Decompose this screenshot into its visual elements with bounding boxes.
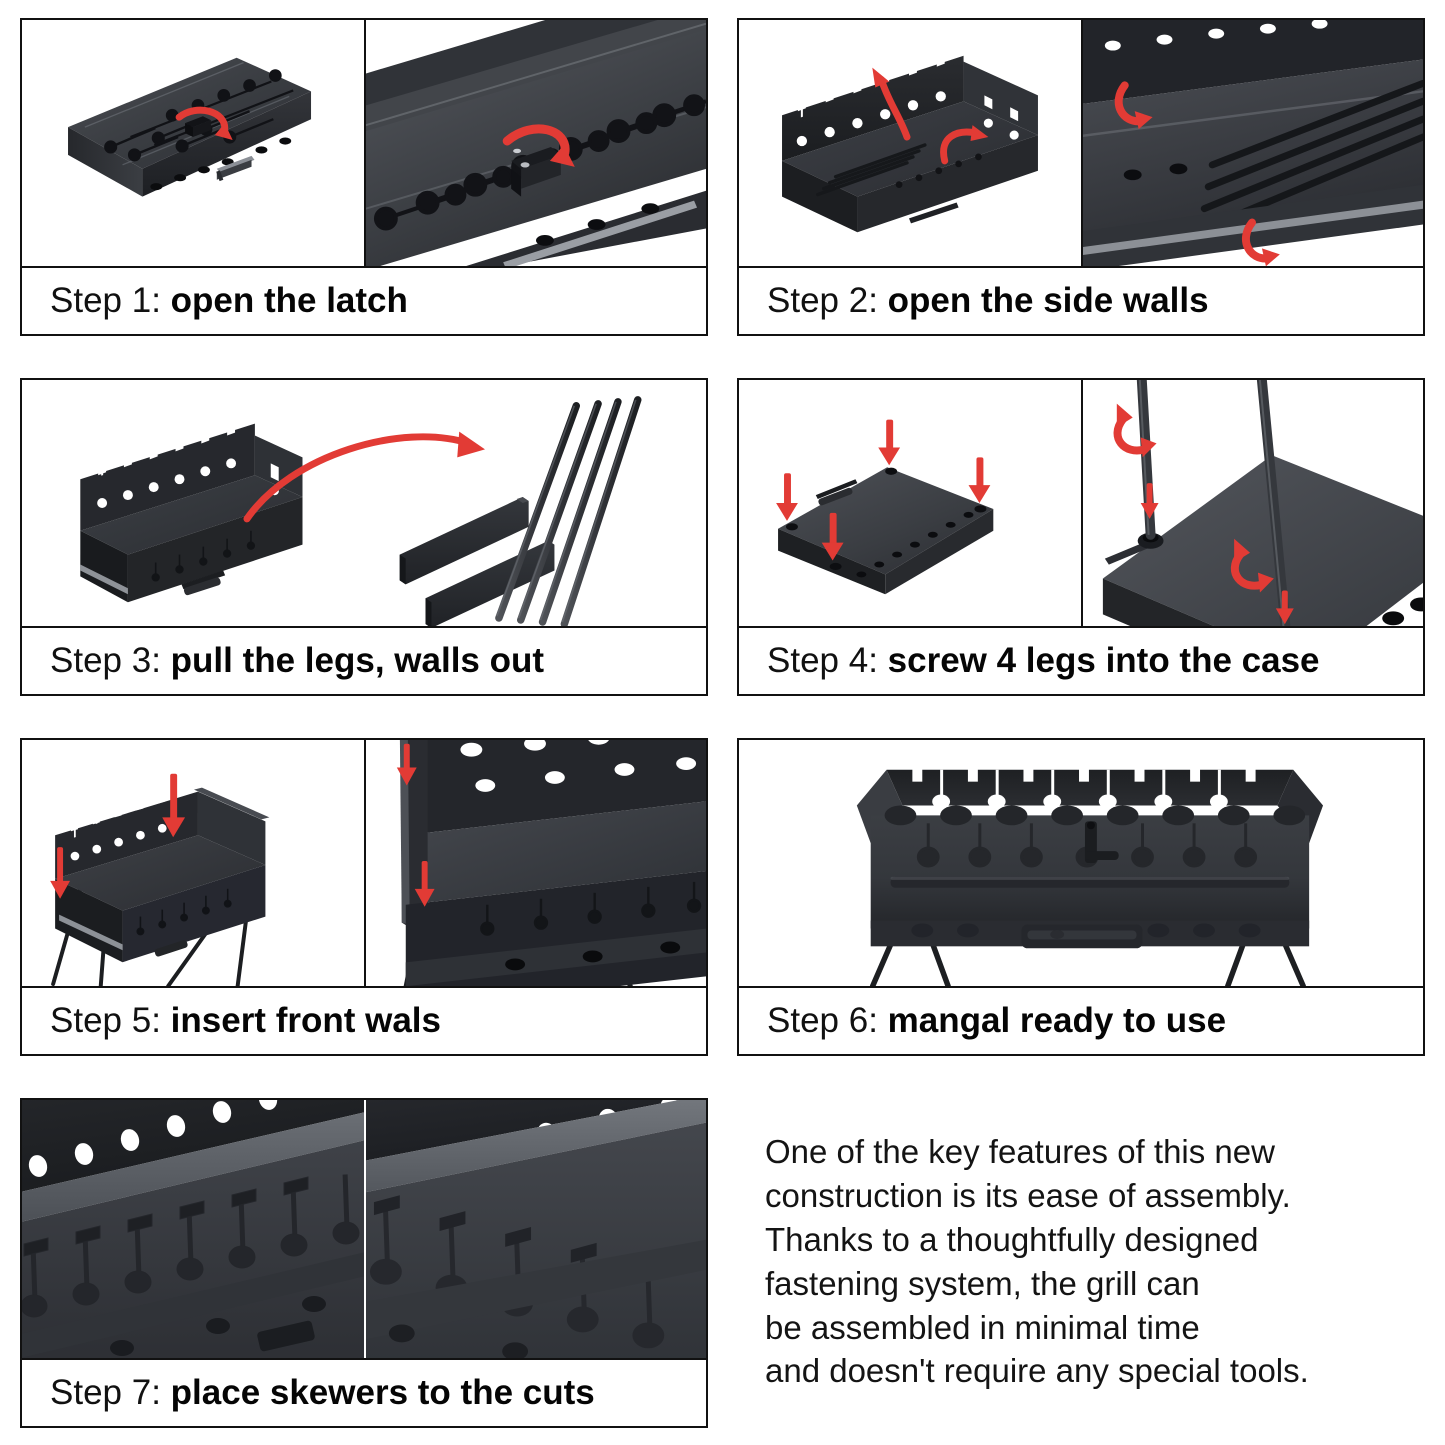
red-down-arrow-leg-1 (1140, 483, 1159, 519)
step-4-images (739, 380, 1423, 626)
legs-bundle (495, 396, 642, 626)
step-4-pane-leg-screwing (1081, 380, 1423, 626)
open-case-body (80, 380, 303, 603)
red-curl-arrow-top (1114, 81, 1153, 130)
step-2-pane-open-case (739, 20, 1081, 266)
red-rotate-arrow-closeup (502, 124, 575, 167)
red-rotate-arrow-leg-1 (1113, 403, 1157, 458)
step-1-images (22, 20, 706, 266)
step-4-title: screw 4 legs into the case (887, 641, 1320, 680)
latch-glyph (185, 116, 211, 138)
feature-blurb-text: One of the key features of this new cons… (765, 1133, 1309, 1390)
red-up-arrow (872, 67, 911, 141)
feature-blurb: One of the key features of this new cons… (737, 1098, 1425, 1428)
red-down-arrow-right (162, 773, 186, 838)
step-card-5: Step 5: insert front wals (20, 738, 708, 1056)
closed-case-illustration (68, 57, 312, 197)
latch-glyph-closeup (511, 146, 561, 197)
step-2-caption: Step 2: open the side walls (739, 266, 1423, 334)
step-3-caption: Step 3: pull the legs, walls out (22, 626, 706, 694)
red-curl-arrow-bottom (1242, 218, 1280, 266)
step-2-number: Step 2: (767, 281, 878, 320)
step-2-images (739, 20, 1423, 266)
red-rotate-arrow-leg-2 (1230, 538, 1274, 593)
step-5-pane-front-wall-closeup (364, 740, 706, 986)
steps-grid: Step 1: open the latch (20, 18, 1425, 1428)
assembled-mangal-illustration (856, 767, 1324, 986)
step-7-pane-left (22, 1100, 364, 1358)
step-5-number: Step 5: (50, 1001, 161, 1040)
step-card-7: Step 7: place skewers to the cuts (20, 1098, 708, 1428)
skewer-cuts-closeup-right-illustration (366, 1100, 706, 1358)
red-long-arrow (243, 431, 486, 523)
red-down-arrows (776, 419, 991, 561)
step-5-images (22, 740, 706, 986)
red-rotate-arrow (175, 106, 233, 141)
step-7-title: place skewers to the cuts (170, 1373, 595, 1412)
open-case-illustration (782, 20, 1038, 233)
step-6-title: mangal ready to use (887, 1001, 1227, 1040)
leg-sockets (786, 467, 987, 571)
step-4-pane-case-bottom (739, 380, 1081, 626)
step-card-2: Step 2: open the side walls (737, 18, 1425, 336)
step-7-caption: Step 7: place skewers to the cuts (22, 1358, 706, 1426)
grill-on-legs-illustration (50, 760, 270, 986)
leg-socket-2 (1256, 380, 1291, 626)
step-4-caption: Step 4: screw 4 legs into the case (739, 626, 1423, 694)
case-bottom-illustration (776, 419, 994, 595)
red-down-arrow-leg-2 (1275, 590, 1294, 625)
carry-handle-assembled (1021, 924, 1143, 949)
step-card-3: Step 3: pull the legs, walls out (20, 378, 708, 696)
step-1-number: Step 1: (50, 281, 161, 320)
step-6-number: Step 6: (767, 1001, 878, 1040)
step-card-6: Step 6: mangal ready to use (737, 738, 1425, 1056)
carry-handle (216, 155, 255, 182)
step-3-images (22, 380, 706, 626)
red-down-arrow-wall-mid (414, 861, 435, 907)
step-5-pane-grill-on-legs (22, 740, 364, 986)
latch-closeup-illustration (366, 20, 706, 266)
red-down-arrow-wall-top (396, 743, 417, 786)
skewer-cuts-closeup-left-illustration (22, 1100, 364, 1358)
step-5-caption: Step 5: insert front wals (22, 986, 706, 1054)
carry-handle-bottom (815, 479, 858, 506)
step-1-title: open the latch (170, 281, 408, 320)
step-7-pane-right (364, 1100, 706, 1358)
step-5-title: insert front wals (170, 1001, 441, 1040)
step-card-1: Step 1: open the latch (20, 18, 708, 336)
step-6-caption: Step 6: mangal ready to use (739, 986, 1423, 1054)
latch-glyph-assembled (1084, 821, 1119, 863)
side-wall-closeup-illustration (1083, 20, 1423, 266)
step-4-number: Step 4: (767, 641, 878, 680)
front-wall-closeup-illustration (366, 740, 706, 986)
parts-layout-illustration (80, 380, 642, 626)
red-curl-arrow (940, 125, 989, 165)
step-1-caption: Step 1: open the latch (22, 266, 706, 334)
step-6-images (739, 740, 1423, 986)
step-card-4: Step 4: screw 4 legs into the case (737, 378, 1425, 696)
wall-plates (399, 497, 555, 626)
step-1-pane-latch-closeup (364, 20, 706, 266)
step-7-images (22, 1100, 706, 1358)
red-down-arrow-left (50, 847, 70, 899)
step-3-number: Step 3: (50, 641, 161, 680)
step-2-pane-wall-closeup (1081, 20, 1423, 266)
step-3-title: pull the legs, walls out (170, 641, 545, 680)
step-7-number: Step 7: (50, 1373, 161, 1412)
leg-screwing-illustration (1083, 380, 1423, 626)
step-1-pane-closed-case (22, 20, 364, 266)
step-2-title: open the side walls (887, 281, 1209, 320)
